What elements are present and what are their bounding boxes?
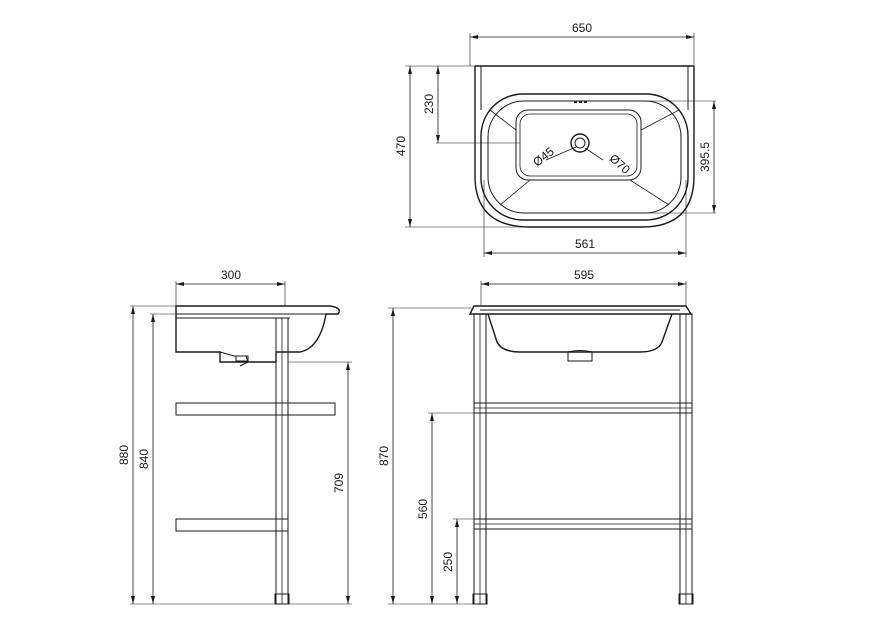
- dim-side-waste-height: 709: [332, 473, 346, 493]
- tap-hole: [574, 137, 586, 149]
- waste-hole: [570, 133, 590, 153]
- side-upper-shelf: [175, 402, 336, 416]
- side-view: 300 880 840 709: [117, 268, 352, 605]
- dim-side-overall-height: 880: [117, 445, 131, 465]
- dim-front-upper-shelf: 560: [416, 499, 430, 519]
- plan-bowl-inner: [515, 109, 642, 181]
- label-tap-hole: Ø45: [530, 144, 557, 169]
- front-view: 595 870 560 250: [377, 268, 694, 605]
- plan-bowl-outer: [480, 93, 689, 221]
- dim-top-width: 650: [572, 21, 592, 35]
- dim-top-inner-depth: 395.5: [698, 142, 712, 172]
- dim-front-width: 595: [574, 268, 594, 282]
- dim-side-rim-height: 840: [137, 449, 151, 469]
- side-lower-shelf: [175, 518, 289, 532]
- dim-front-overall-height: 870: [377, 446, 391, 466]
- plan-view: 650 470 230 395.5 561 Ø45 Ø70: [394, 21, 716, 257]
- dim-side-depth: 300: [221, 268, 241, 282]
- front-bowl: [487, 313, 673, 353]
- dim-front-lower-shelf: 250: [441, 552, 455, 572]
- label-waste-hole: Ø70: [607, 151, 633, 177]
- dim-top-height: 470: [394, 136, 408, 156]
- plan-outer-outline: [474, 66, 695, 228]
- dim-top-center-offset: 230: [422, 94, 436, 114]
- dim-top-inner-width: 561: [575, 237, 595, 251]
